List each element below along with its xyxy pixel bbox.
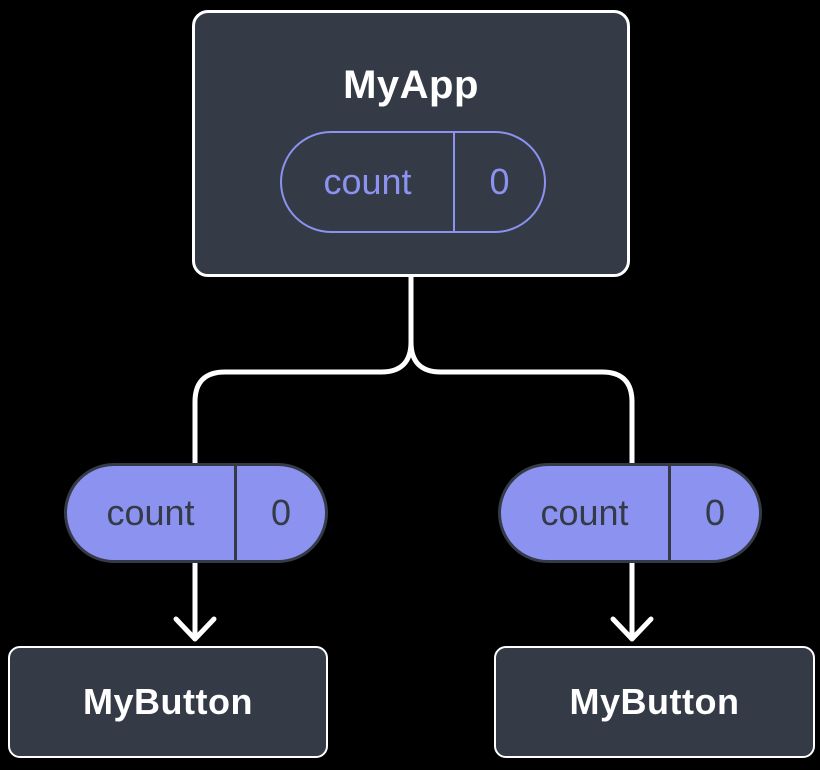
child-component-node-left: MyButton — [8, 646, 328, 758]
state-name-label: count — [282, 133, 455, 231]
prop-value-label: 0 — [704, 492, 726, 533]
arrow-left-head-icon — [173, 616, 217, 642]
child-component-node-right: MyButton — [494, 646, 815, 758]
child-component-title: MyButton — [83, 681, 253, 722]
branch-left-line — [192, 274, 414, 466]
prop-name-label: count — [67, 466, 237, 560]
arrow-right-head-icon — [610, 616, 654, 642]
branch-right-line — [408, 274, 635, 466]
child-component-title: MyButton — [569, 681, 740, 722]
prop-value-label: 0 — [270, 492, 292, 533]
state-value-label: 0 — [489, 161, 510, 202]
prop-name-label: count — [501, 466, 671, 560]
prop-pill-left: count 0 — [64, 463, 328, 563]
root-component-node: MyApp count 0 — [192, 10, 630, 277]
prop-pill-right: count 0 — [498, 463, 762, 563]
root-state-pill: count 0 — [280, 131, 546, 233]
root-component-title: MyApp — [343, 63, 479, 107]
